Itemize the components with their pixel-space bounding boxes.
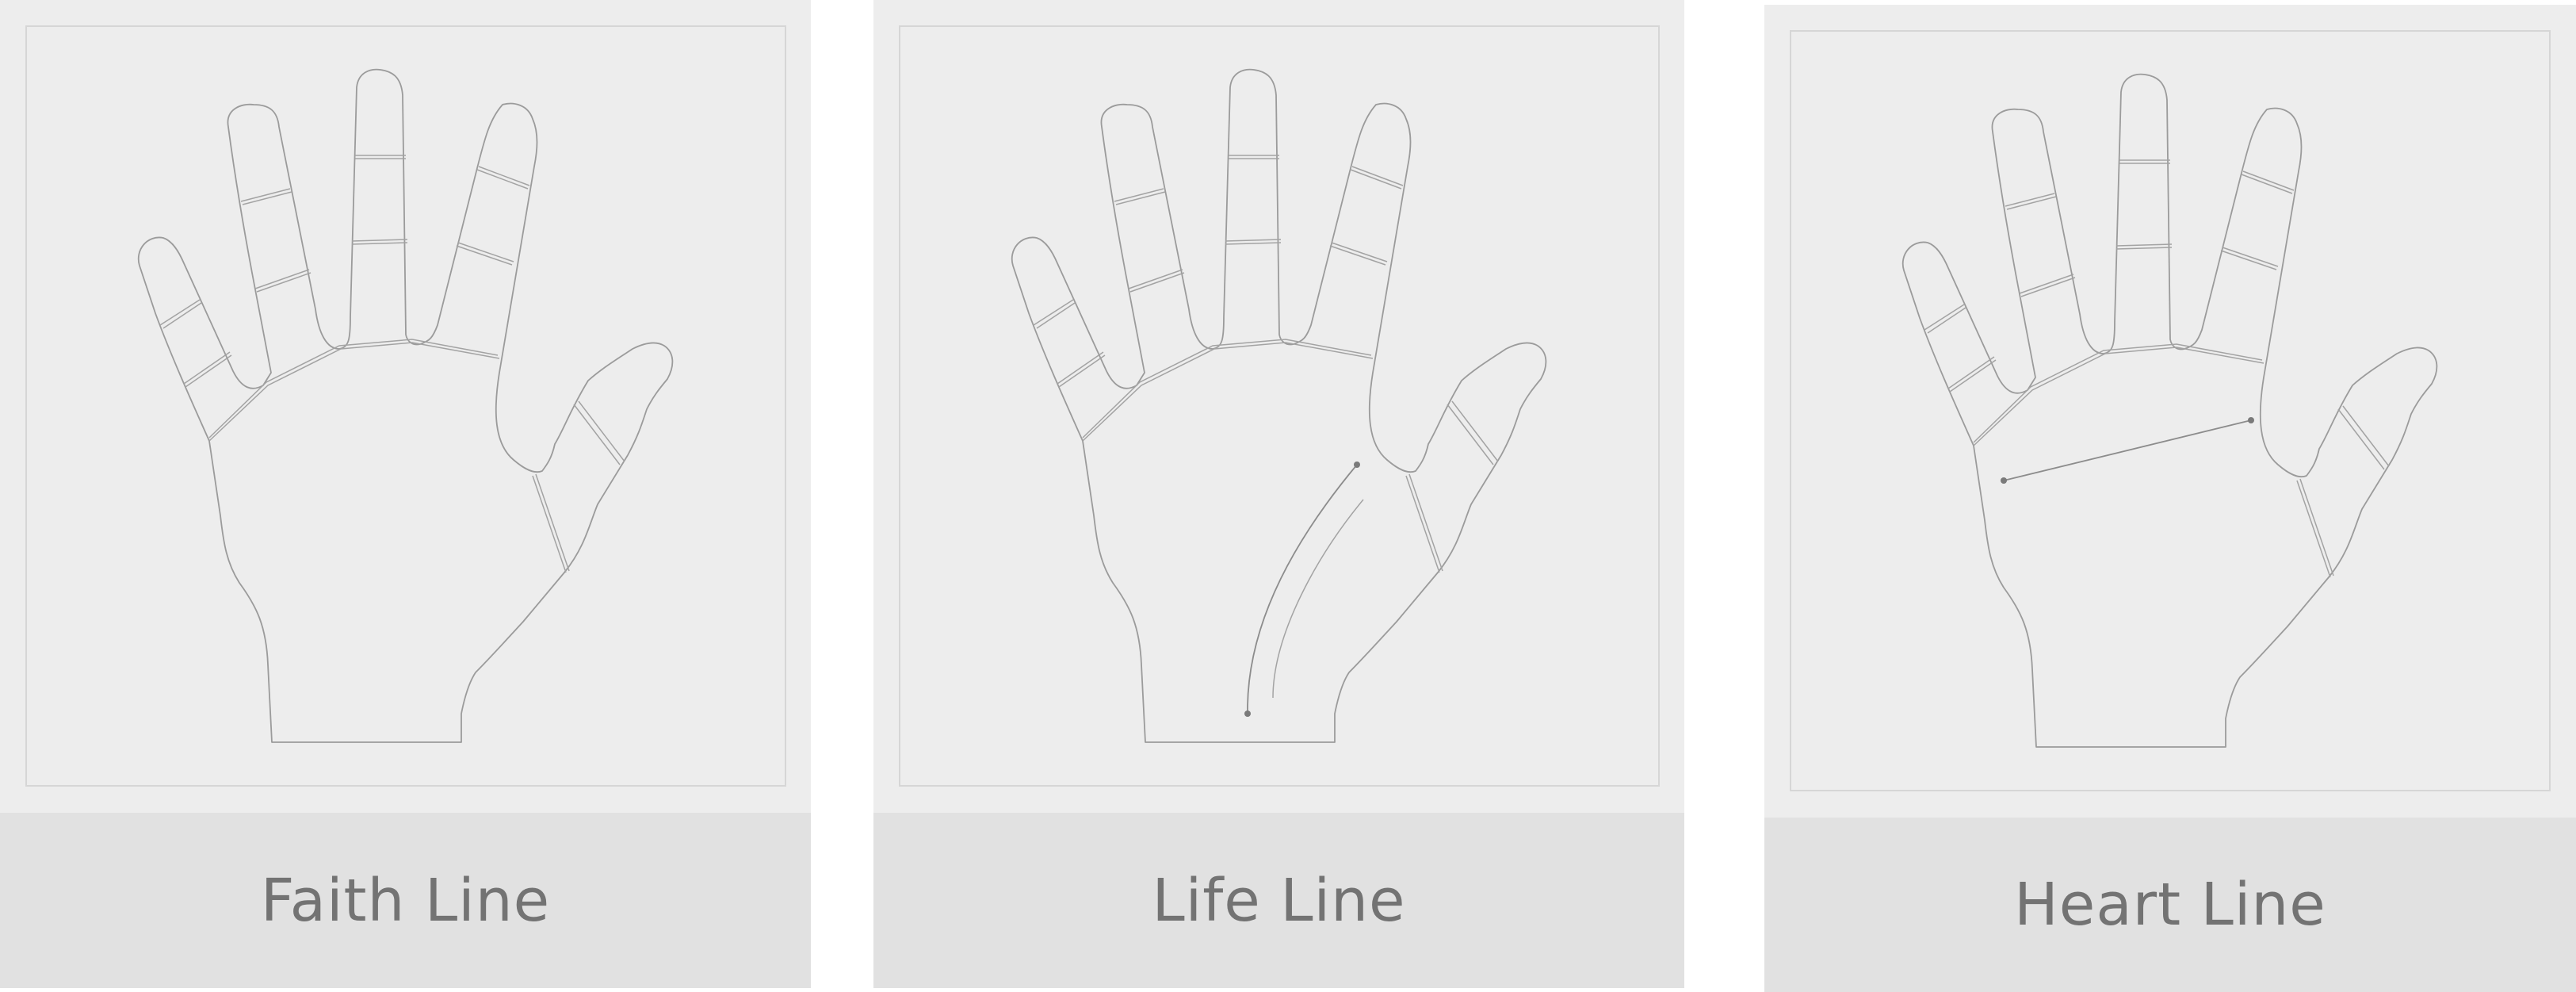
life-line-start-dot (1354, 462, 1360, 468)
illustration-frame (1790, 30, 2551, 791)
hand-illustration-faith (25, 25, 786, 787)
card-label-faith-line: Faith Line (260, 866, 551, 935)
card-caption-band: Faith Line (0, 813, 811, 988)
palm-card-faith-line[interactable]: Faith Line (0, 0, 811, 988)
palm-card-life-line[interactable]: Life Line (873, 0, 1684, 988)
heart-line-start-dot (2001, 477, 2007, 484)
life-line-marker (1247, 464, 1358, 714)
heart-line-end-dot (2248, 417, 2254, 423)
hand-outline-icon (137, 68, 674, 743)
illustration-frame (899, 25, 1660, 787)
hand-outline-icon (1901, 73, 2438, 748)
life-line-end-dot (1244, 710, 1251, 717)
heart-line-marker (2003, 419, 2252, 481)
hand-outline-icon (1011, 68, 1547, 743)
illustration-frame (25, 25, 786, 787)
card-label-heart-line: Heart Line (2014, 871, 2326, 939)
palm-card-heart-line[interactable]: Heart Line (1764, 5, 2576, 992)
card-caption-band: Heart Line (1764, 818, 2576, 992)
hand-illustration-life (899, 25, 1660, 787)
card-caption-band: Life Line (873, 813, 1684, 988)
hand-illustration-heart (1790, 30, 2551, 791)
life-line-guide (1272, 499, 1364, 699)
card-label-life-line: Life Line (1152, 866, 1406, 935)
